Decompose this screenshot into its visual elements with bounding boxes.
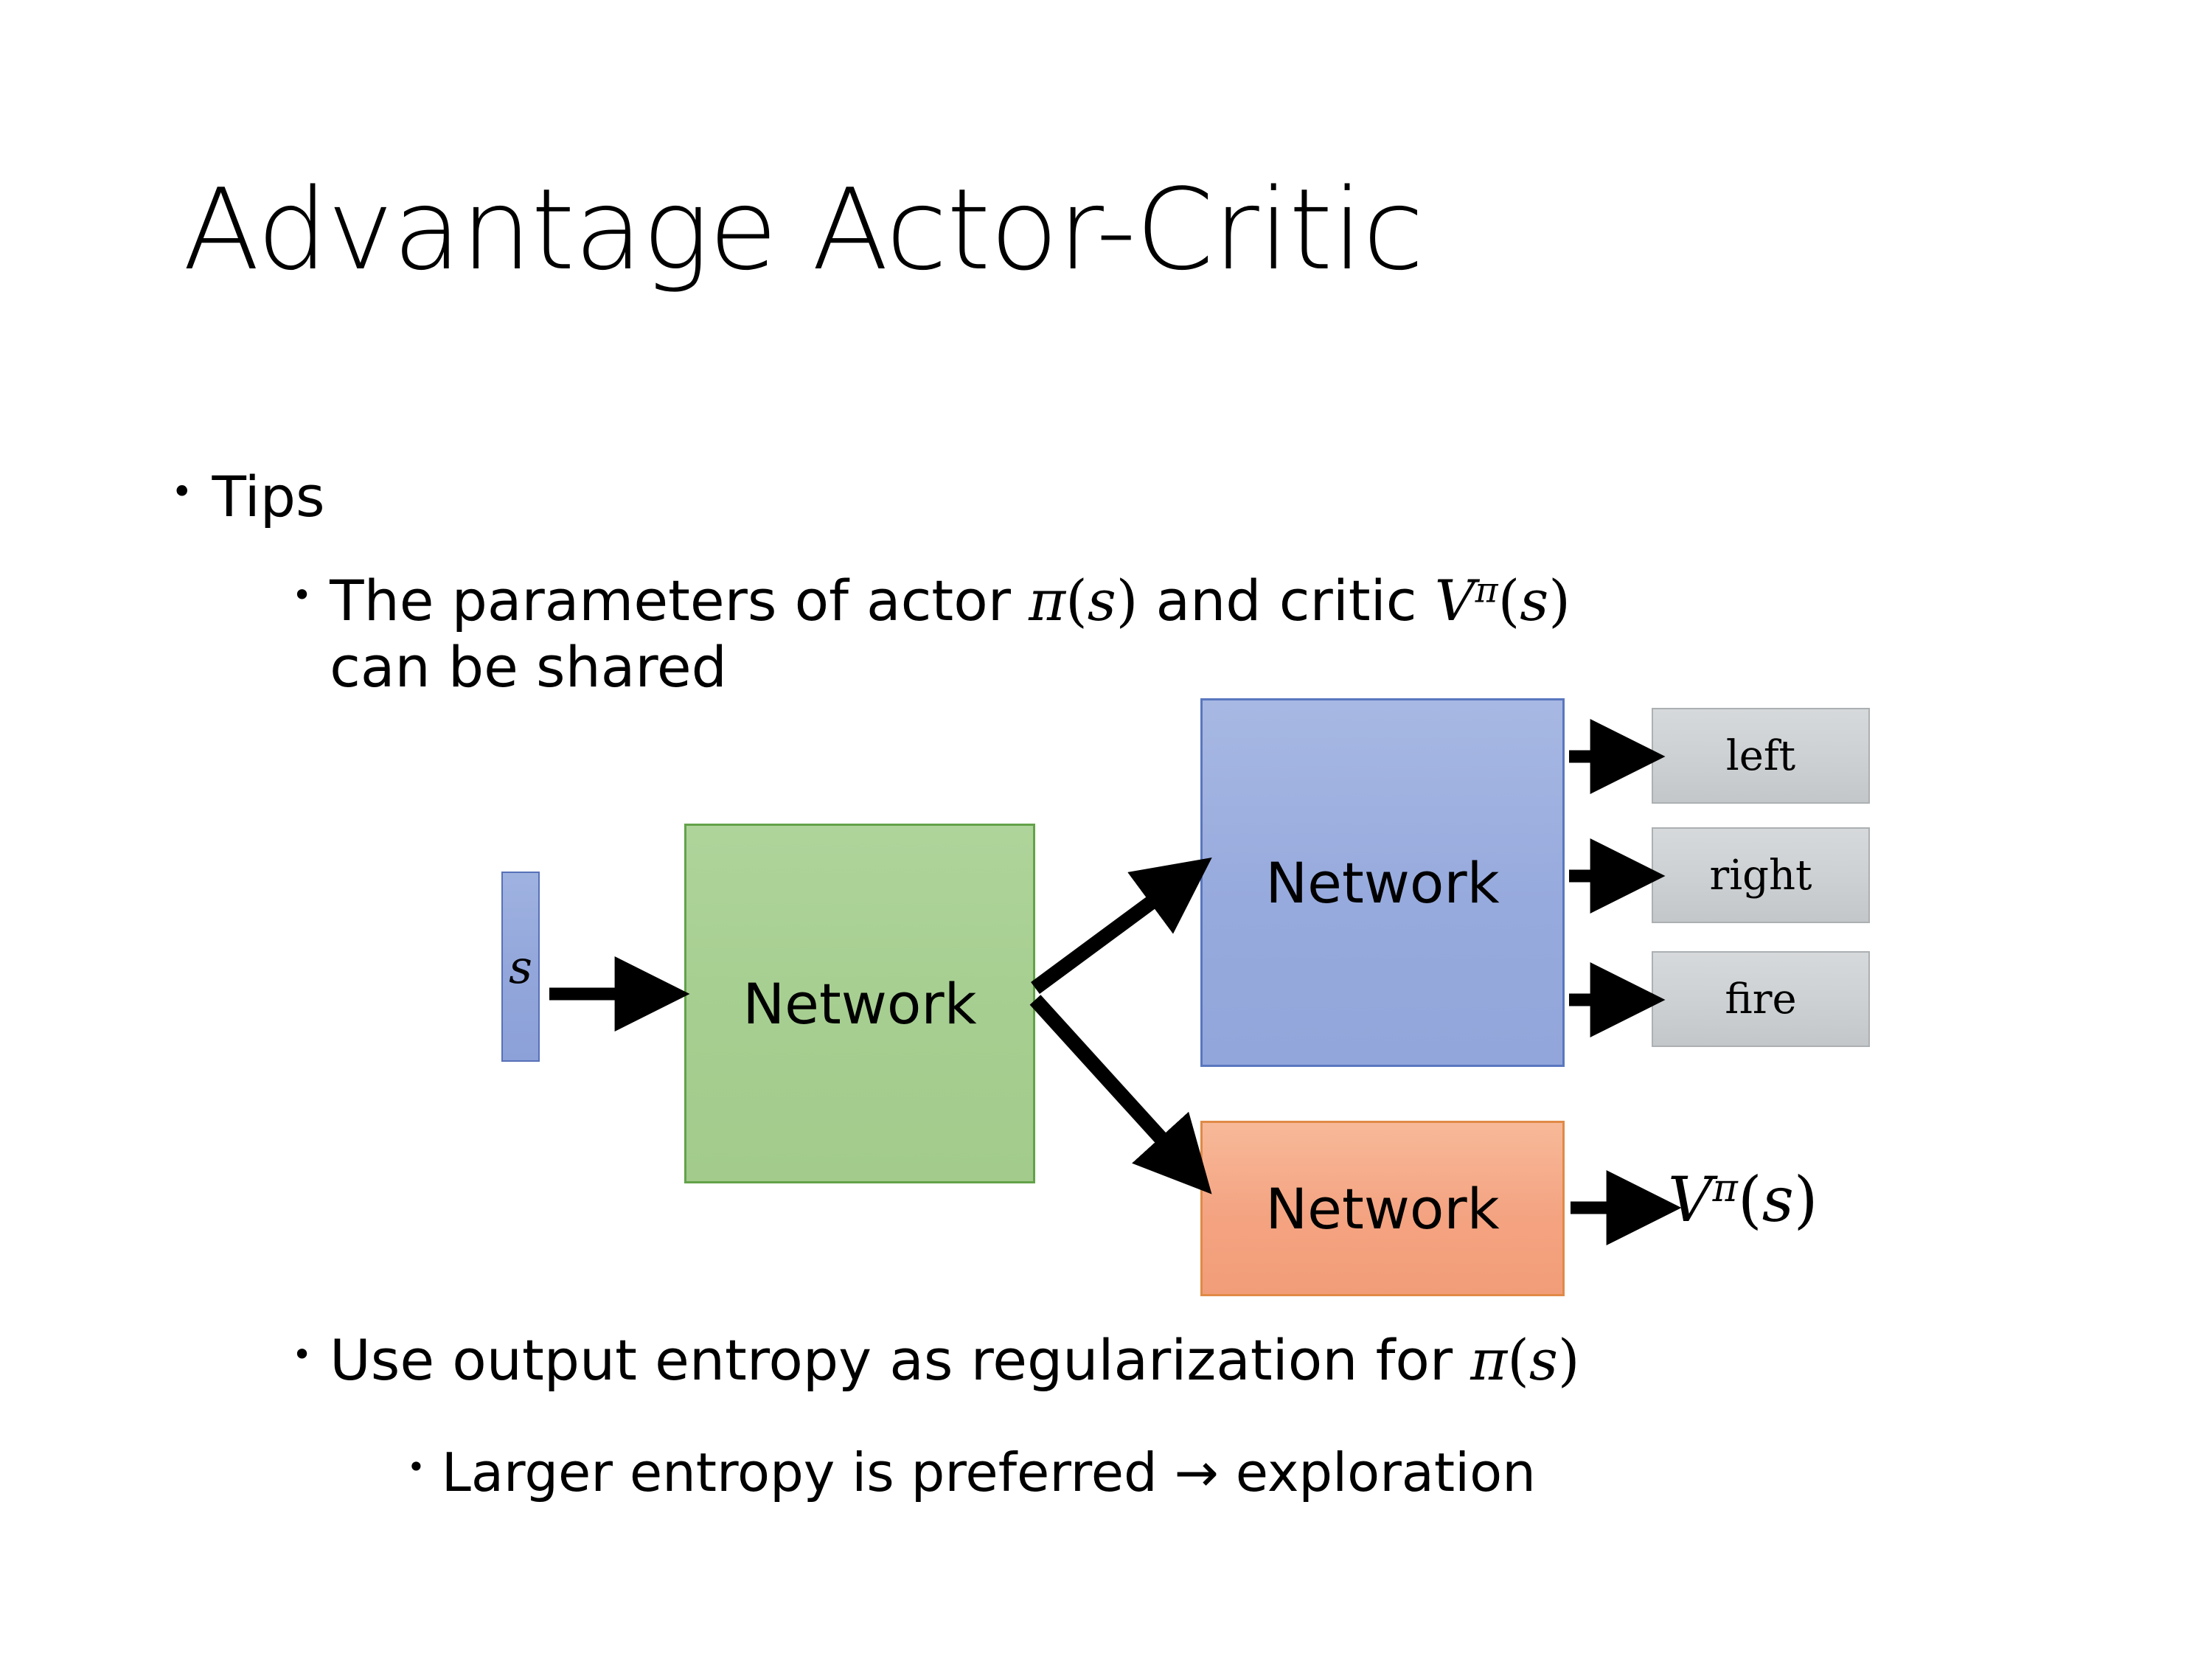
input-state-label: s (509, 939, 532, 994)
shared-network-label: Network (742, 970, 977, 1037)
input-state-box: s (501, 872, 540, 1062)
bullet-output-entropy: • Use output entropy as regularization f… (292, 1327, 2062, 1394)
entropy-text-prefix: Use output entropy as regularization for (330, 1327, 1471, 1393)
bullet-shared-parameters: • The parameters of actor π(s) and criti… (292, 568, 2062, 700)
bullet-marker-icon: • (292, 1335, 313, 1374)
open-paren: ( (1507, 1327, 1529, 1393)
bullet-marker-icon: • (171, 470, 193, 513)
action-output-right-label: right (1709, 851, 1812, 900)
close-paren: ) (1793, 1164, 1818, 1236)
bullet-marker-icon: • (407, 1449, 425, 1485)
params-text-prefix: The parameters of actor (330, 568, 1029, 633)
arrow-shared-to-critic (1029, 995, 1212, 1194)
shared-network-box: Network (684, 824, 1035, 1183)
state-symbol: s (1761, 1164, 1794, 1236)
bullet-tips: • Tips (171, 465, 325, 529)
actor-network-box: Network (1200, 698, 1565, 1067)
open-paren: ( (1737, 1164, 1762, 1236)
close-paren: ) (1557, 1327, 1580, 1393)
page-title: Advantage Actor-Critic (183, 164, 1424, 295)
pi-symbol: π (1029, 568, 1066, 633)
bullet-output-entropy-label: Use output entropy as regularization for… (330, 1327, 2062, 1394)
state-symbol: s (1520, 568, 1549, 633)
action-output-fire-label: fire (1725, 975, 1797, 1023)
bullet-shared-parameters-label: The parameters of actor π(s) and critic … (330, 568, 2062, 700)
bullet-tips-label: Tips (212, 464, 325, 529)
action-output-left-label: left (1725, 731, 1796, 780)
bullet-larger-entropy-label: Larger entropy is preferred → exploratio… (441, 1441, 1536, 1503)
action-output-fire: fire (1652, 951, 1870, 1047)
value-output-label: Vπ(s) (1668, 1164, 1818, 1236)
value-function-superscript: π (1475, 570, 1498, 611)
close-paren: ) (1116, 568, 1138, 633)
action-output-left: left (1652, 708, 1870, 804)
arrow-shared-to-actor (1031, 857, 1212, 995)
value-function-symbol: V (1434, 568, 1475, 633)
pi-symbol: π (1470, 1327, 1508, 1393)
open-paren: ( (1498, 568, 1520, 633)
bullet-marker-icon: • (292, 575, 313, 615)
open-paren: ( (1065, 568, 1088, 633)
actor-network-label: Network (1265, 849, 1500, 916)
critic-network-label: Network (1265, 1175, 1500, 1242)
state-symbol: s (1087, 568, 1116, 633)
params-text-line2: can be shared (330, 633, 727, 700)
critic-network-box: Network (1200, 1121, 1565, 1296)
params-text-middle: and critic (1138, 568, 1435, 633)
close-paren: ) (1548, 568, 1571, 633)
action-output-right: right (1652, 827, 1870, 923)
state-symbol: s (1528, 1327, 1558, 1393)
value-function-symbol: V (1668, 1164, 1713, 1236)
bullet-larger-entropy: • Larger entropy is preferred → explorat… (407, 1441, 2103, 1504)
value-function-superscript: π (1712, 1166, 1738, 1211)
